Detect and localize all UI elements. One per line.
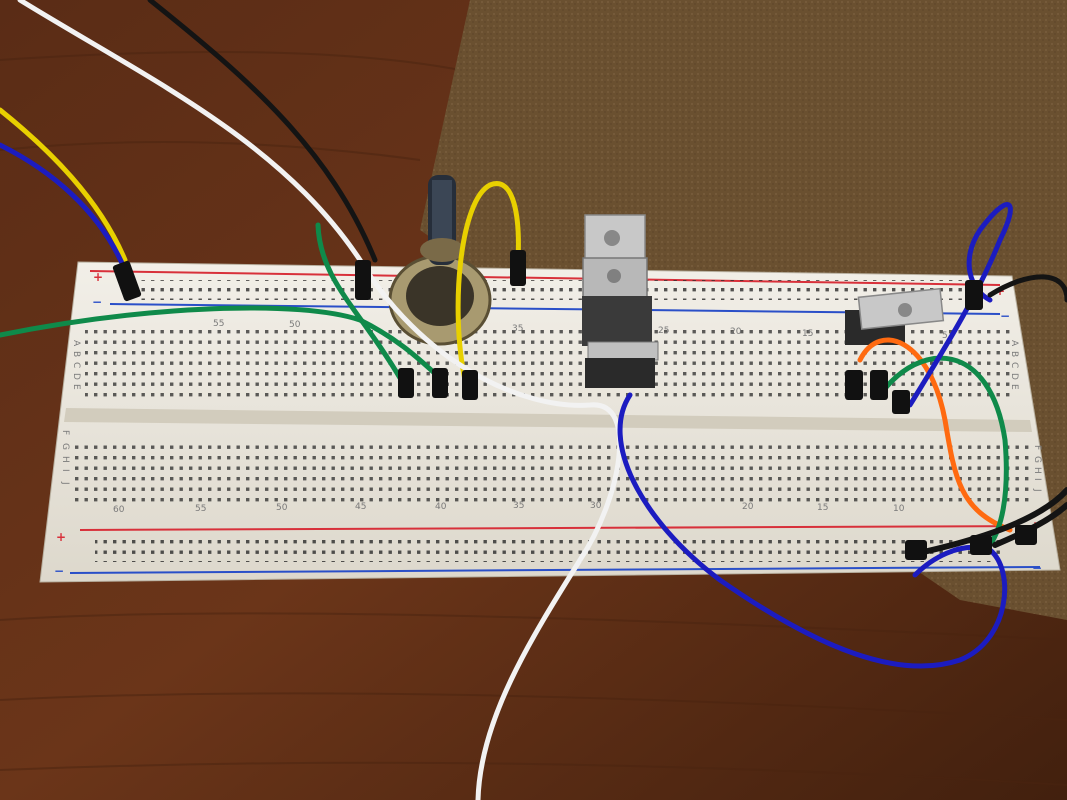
row-letter: H [60,456,70,463]
minus-sign-top-right: − [1000,309,1010,323]
row-letter: C [1009,362,1019,368]
row-letter: D [1009,373,1019,380]
row-letter: F [1032,445,1042,450]
green-wire-right [877,355,1009,548]
row-letters-left-top: A B C D E [71,340,81,390]
orange-wire [857,337,1013,533]
column-number: 25 [658,326,669,336]
row-letter: I [60,469,70,472]
column-number: 35 [512,324,523,334]
row-letters-right-bottom: F G H I J [1032,445,1042,492]
black-wire-right [987,274,1067,303]
row-letter: I [1032,478,1042,481]
column-number: 60 [113,505,125,515]
row-letter: A [71,340,81,347]
column-number: 5 [942,331,948,341]
white-wire [17,0,623,800]
jumper-pins [112,250,1037,560]
yellow-wire-left [0,107,128,263]
green-wire-2 [315,222,403,381]
column-number: 50 [289,320,301,330]
black-wire-bottom-right [907,487,1067,558]
plus-sign-bottom-left: + [56,530,66,544]
row-letter: A [1009,340,1019,347]
row-letters-right-top: A B C D E [1009,340,1019,390]
potentiometer [388,175,492,346]
column-number: 15 [817,503,828,513]
column-number: 35 [513,501,524,511]
voltage-regulator-stack [582,214,659,388]
row-letter: G [1032,456,1042,463]
column-number: 30 [590,501,602,511]
row-letter: D [71,373,81,380]
row-letter: E [1009,384,1019,390]
black-wire-top [147,0,378,263]
plus-sign-top-left: + [93,270,103,284]
row-letter: B [1009,351,1019,357]
column-number: 40 [435,502,447,512]
minus-sign-top-left: − [92,295,102,309]
row-letters-left-bottom: F G H I J [60,430,70,485]
row-letter: E [71,384,81,390]
column-number: 20 [730,327,742,337]
column-number: 20 [742,502,754,512]
column-number: 45 [355,502,366,512]
green-wire [0,305,443,381]
column-number: 50 [276,503,288,513]
column-number: 15 [802,329,813,339]
row-letter: J [60,481,70,485]
breadboard [39,261,1061,583]
blue-wire-left [0,142,128,273]
row-letter: H [1032,467,1042,474]
column-number: 55 [213,319,224,329]
row-letter: G [60,443,70,450]
row-letter: J [1032,488,1042,492]
column-number: 55 [195,504,206,514]
blue-wire-right-top [907,202,1013,408]
minus-sign-bottom-right: − [1032,561,1042,575]
column-number: 10 [893,504,905,514]
row-letter: B [71,351,81,357]
wood-grain [0,51,1067,786]
yellow-wire [455,181,521,383]
row-letter: C [71,362,81,368]
black-wire-bottom-right-2 [992,502,1067,548]
minus-sign-bottom-left: − [54,564,64,578]
row-letter: F [60,430,70,435]
